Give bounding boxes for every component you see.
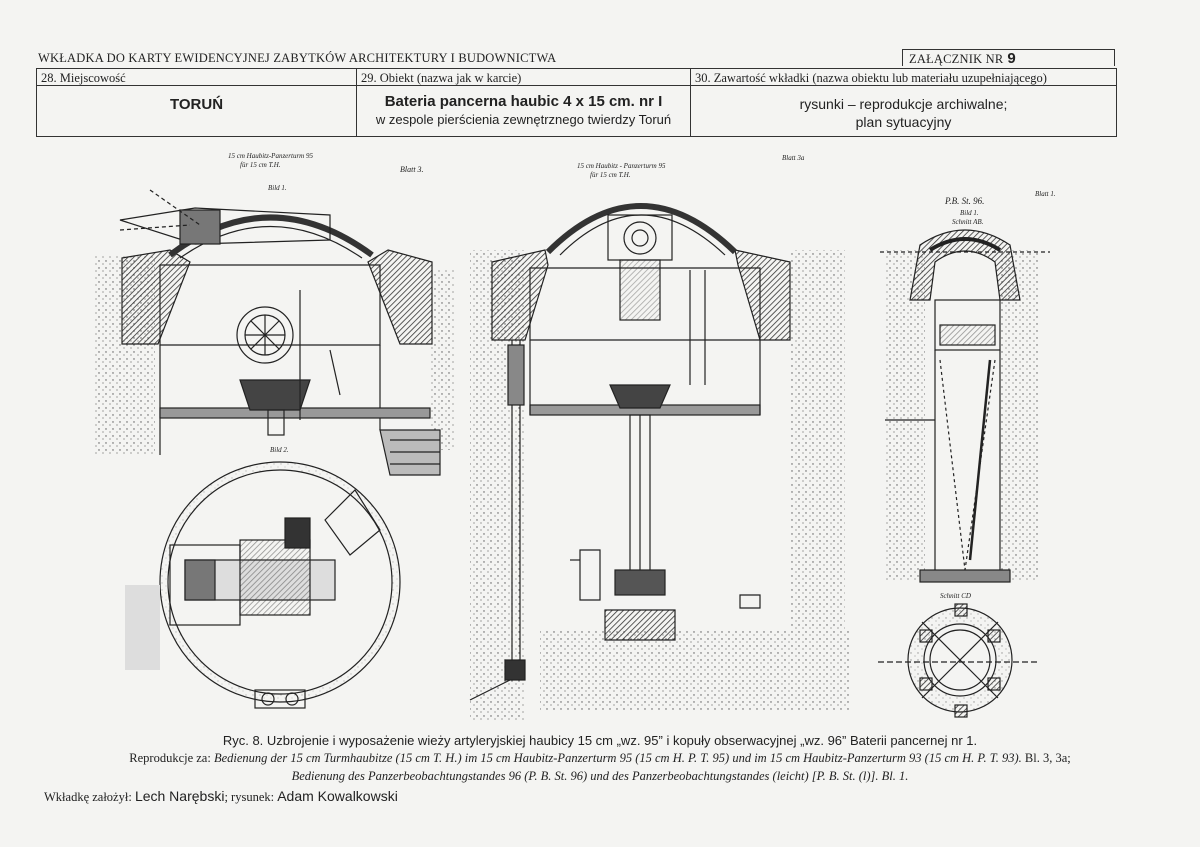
field-object-label: 29. Obiekt (nazwa jak w karcie): [361, 71, 522, 85]
credits: Wkładkę założył: Lech Narębski; rysunek:…: [44, 788, 398, 805]
left-blatt-label: Blatt 3.: [400, 165, 424, 174]
left-turret-section: 15 cm Haubitz-Panzerturm 95 für 15 cm T.…: [95, 152, 455, 476]
left-top-label2: für 15 cm T.H.: [240, 161, 281, 169]
right-plan-section: Schnitt CD: [878, 592, 1040, 718]
field-locality-value: TORUŃ: [169, 96, 224, 113]
field-object: 29. Obiekt (nazwa jak w karcie) Bateria …: [357, 69, 691, 136]
mid-top-label: 15 cm Haubitz - Panzerturm 95: [577, 162, 666, 170]
left-top-label: 15 cm Haubitz-Panzerturm 95: [228, 152, 313, 160]
field-content-value: rysunki – reprodukcje archiwalne;: [799, 96, 1008, 112]
figure-caption: Ryc. 8. Uzbrojenie i wyposażenie wieży a…: [222, 733, 978, 748]
right-blatt-label: Blatt 1.: [1035, 190, 1056, 198]
caption-source-suffix: Bl. 3, 3a;: [1021, 751, 1071, 765]
right-schnittcd-label: Schnitt CD: [940, 592, 971, 600]
form-fields: 28. Miejscowość TORUŃ 29. Obiekt (nazwa …: [36, 68, 1117, 137]
middle-turret-section: 15 cm Haubitz - Panzerturm 95 für 15 cm …: [469, 154, 850, 720]
field-locality-label: 28. Miejscowość: [41, 71, 126, 85]
field-content: 30. Zawartość wkładki (nazwa obiektu lub…: [691, 69, 1116, 136]
field-content-subvalue: plan sytuacyjny: [855, 114, 952, 130]
field-object-value: Bateria pancerna haubic 4 x 15 cm. nr I: [384, 93, 663, 110]
caption-source-prefix: Reprodukcje za:: [129, 751, 214, 765]
field-locality: 28. Miejscowość TORUŃ: [37, 69, 357, 136]
right-schnittab-label: Schnitt AB.: [952, 218, 984, 226]
annex-label: ZAŁĄCZNIK NR: [909, 52, 1004, 66]
annex-number: 9: [1007, 50, 1016, 67]
mid-top-label2: für 15 cm T.H.: [590, 171, 631, 179]
credits-drawer: Adam Kowalkowski: [277, 788, 398, 804]
right-title-label: P.B. St. 96.: [944, 196, 984, 206]
left-bild2-label: Bild 2.: [270, 446, 289, 454]
field-object-subvalue: w zespole pierścienia zewnętrznego twier…: [375, 112, 672, 127]
left-bild1-label: Bild 1.: [268, 184, 287, 192]
mid-blatt-label: Blatt 3a: [782, 154, 805, 162]
right-observation-section: P.B. St. 96. Bild 1. Schnitt AB. Blatt 1…: [880, 190, 1056, 583]
caption-source-2: Bedienung des Panzerbeobachtungstandes 9…: [36, 769, 1164, 784]
credits-prefix: Wkładkę założył:: [44, 790, 135, 804]
credits-author: Lech Narębski: [134, 788, 225, 804]
field-content-label: 30. Zawartość wkładki (nazwa obiektu lub…: [695, 71, 1047, 85]
caption-source-title-2: Bedienung des Panzerbeobachtungstandes 9…: [291, 769, 909, 783]
form-title: WKŁADKA DO KARTY EWIDENCYJNEJ ZABYTKÓW A…: [38, 51, 557, 65]
caption-source-title-1: Bedienung der 15 cm Turmhaubitze (15 cm …: [213, 751, 1022, 765]
caption-source-1: Reprodukcje za: Bedienung der 15 cm Turm…: [36, 751, 1164, 766]
right-bild-label: Bild 1.: [960, 209, 979, 217]
form-header: WKŁADKA DO KARTY EWIDENCYJNEJ ZABYTKÓW A…: [36, 49, 1117, 68]
left-bild2-detail: Bild 2.: [125, 446, 401, 709]
credits-sep: ; rysunek:: [224, 790, 278, 804]
